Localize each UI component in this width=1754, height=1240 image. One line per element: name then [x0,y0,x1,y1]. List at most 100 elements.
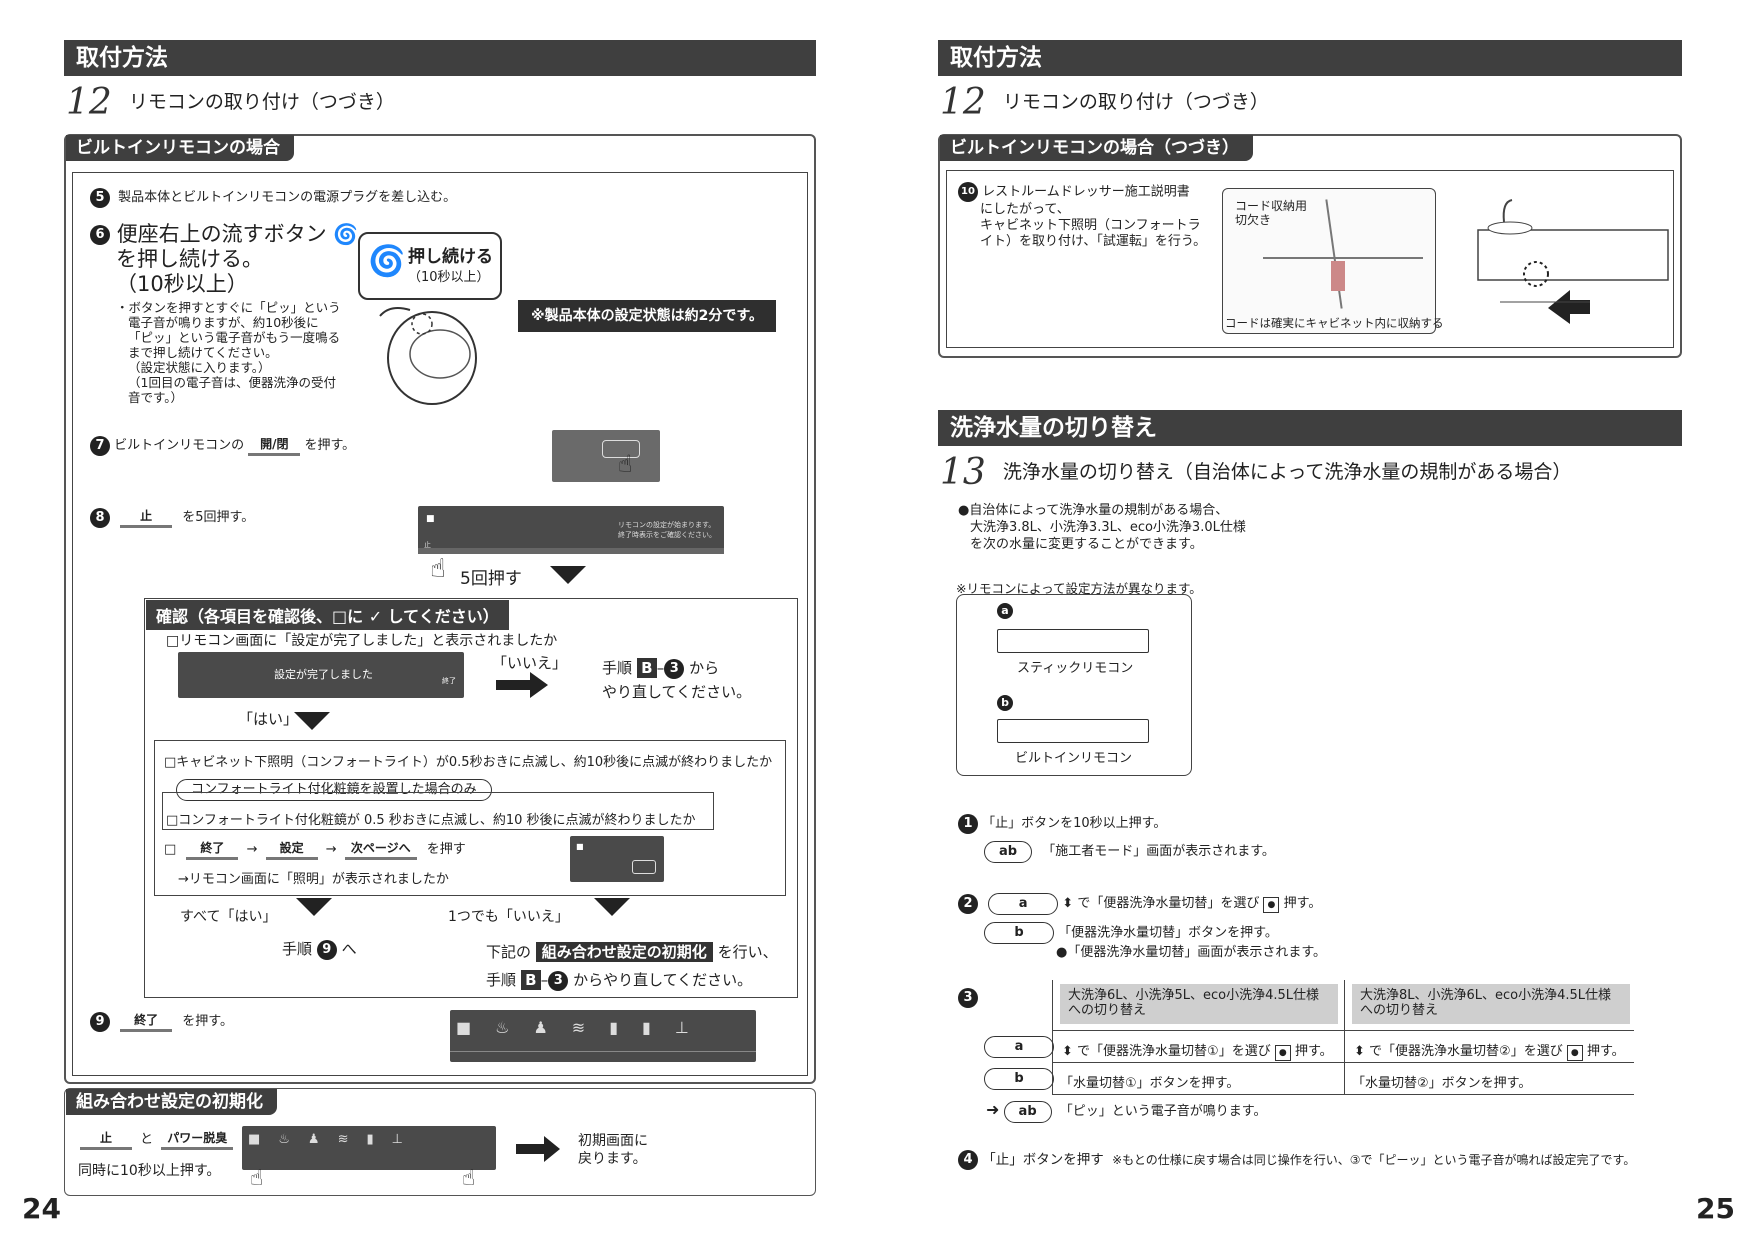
stick-remote-label: スティックリモコン [1017,661,1134,676]
note-line: ・ボタンを押すとすぐに「ピッ」という [116,300,341,315]
check-4-line2: →リモコン画面に「照明」が表示されましたか [178,872,449,887]
step-9-marker: 9 [316,939,337,960]
water-step-2-b-result: ●「便器洗浄水量切替」画面が表示されます。 [1056,945,1327,960]
step-9-post: を押す。 [182,1014,233,1029]
step-title: リモコンの取り付け（つづき） [1002,91,1269,113]
retry-pre: 手順 [602,659,633,677]
col2-head-2: への切り替え [1360,1003,1439,1018]
up-down-icon: ⬍ [1062,1044,1073,1059]
intro-line: を次の水量に変更することができます。 [970,537,1203,552]
table-rule [1052,1030,1634,1031]
step-6-title-3: （10秒以上） [116,272,248,296]
note-line: （1回目の電子音は、便器洗浄の受付 [128,375,336,390]
water-step-2-b-text: 「便器洗浄水量切替」ボタンを押す。 [1058,925,1278,941]
step-13-heading: 13 洗浄水量の切り替え（自治体によって洗浄水量の規制がある場合） [940,452,1571,493]
table-head-col1: 大洗浄6L、小洗浄5L、eco小洗浄4.5L仕様 への切り替え [1060,984,1338,1024]
col2-head-1: 大洗浄8L、小洗浄6L、eco小洗浄4.5L仕様 [1360,988,1612,1003]
water-step-2-b: b 「便器洗浄水量切替」ボタンを押す。 ●「便器洗浄水量切替」画面が表示されます… [984,922,1326,961]
check-3[interactable]: □コンフォートライト付化粧鏡が 0.5 秒おきに点滅し、約10 秒後に点滅が終わ… [166,813,696,828]
retry-instruction-1: 手順 B–3 から やり直してください。 [602,658,752,701]
remote-stop-label: 止 [424,541,431,549]
water-step-1: 1 「止」ボタンを10秒以上押す。 [958,812,1166,834]
next-page-key[interactable]: 次ページへ [344,839,417,860]
col1-head-2: への切り替え [1068,1003,1147,1018]
step-6-title-2: を押し続ける。 [116,247,263,271]
check-4-box[interactable]: □ [164,842,177,857]
retry-post: から [689,659,720,677]
step-7-post: を押す。 [304,438,356,453]
water-step-3-result-text: 「ピッ」という電子音が鳴ります。 [1059,1104,1267,1119]
below-pre: 下記の [486,943,532,961]
page-number-right: 25 [1696,1192,1735,1225]
step-letter-b: B [636,658,657,678]
water-step-1-result: ab 「施工者モード」画面が表示されます。 [984,840,1275,863]
up-down-icon: ⬍ [1354,1044,1365,1059]
step-6-title-1: 便座右上の流すボタン [116,222,327,246]
enter-key-icon[interactable]: ● [1263,897,1280,913]
reset-result-1: 初期画面に [578,1133,648,1149]
open-close-remote-illustration: ☝ [552,430,660,482]
step-3-marker: 3 [664,658,685,679]
water-step-2-marker: 2 [958,893,978,914]
step-9: 9 終了 を押す。 [90,1010,233,1032]
confirm-box [144,598,798,998]
down-arrow [550,566,586,584]
table-rule [1052,1094,1634,1095]
bubble-text-1: 押し続ける [408,247,493,267]
step-10-line: イト）を取り付け、「試運転」を行う。 [980,234,1207,249]
confirm-tab: 確認（各項目を確認後、□に ✓ してください） [146,600,509,630]
hand-icon: ☝ [250,1166,264,1191]
check-1[interactable]: □リモコン画面に「設定が完了しました」と表示されましたか [166,633,558,649]
hand-icon: ☝ [618,450,633,478]
remote-note: ※リモコンによって設定方法が異なります。 [956,581,1202,596]
water-step-1-marker: 1 [958,813,978,834]
intro-text: ●自治体によって洗浄水量の規制がある場合、 大洗浄3.8L、小洗浄3.3L、ec… [958,502,1246,553]
arrow-right-icon: → [246,842,258,857]
remote-message-1: リモコンの設定が始まります。 [618,521,716,529]
step-7-pre: ビルトインリモコンの [114,438,245,453]
all-yes-label: すべて「はい」 [180,909,277,925]
a-pill: a [988,892,1059,915]
check-4-post: を押す [426,842,466,857]
press-hold-bubble: 🌀 押し続ける （10秒以上） [358,232,502,300]
enter-key-icon[interactable]: ● [1566,1045,1583,1061]
power-deodorize-key[interactable]: パワー脱臭 [161,1129,234,1150]
step-6: 6 便座右上の流すボタン 🌀 を押し続ける。 （10秒以上） [90,222,358,297]
retry-line2: やり直してください。 [602,683,752,701]
step-5-marker: 5 [90,187,110,208]
step-10: 10 レストルームドレッサー施工説明書 にしたがって、 キャビネット下照明（コン… [958,182,1206,250]
reset-combination-section [64,1088,816,1196]
vanity-cabinet-illustration [1477,199,1669,324]
b-pill: b [984,922,1054,944]
mirror-only-pill: コンフォートライト付化粧鏡を設置した場合のみ [176,779,492,801]
open-close-key[interactable]: 開/閉 [248,435,301,456]
table-rule [1052,1062,1634,1063]
enter-key-icon[interactable]: ● [1274,1045,1291,1061]
builtin-remote-illustration [997,719,1149,743]
end-key[interactable]: 終了 [186,839,239,860]
check-2[interactable]: □キャビネット下照明（コンフォートライト）が0.5秒おきに点滅し、約10秒後に点… [164,755,773,770]
cord-notch-label-1: コード収納用 [1235,199,1308,213]
section-tab: ビルトインリモコンの場合（つづき） [940,135,1253,161]
step-7-marker: 7 [90,435,110,456]
row-b-col2: 「水量切替②」ボタンを押す。 [1352,1076,1532,1091]
mirror-only-label: コンフォートライト付化粧鏡を設置した場合のみ [176,779,492,801]
row-b-col1: 「水量切替①」ボタンを押す。 [1060,1076,1240,1091]
water-step-1-result-text: 「施工者モード」画面が表示されます。 [1042,844,1275,859]
stop-key[interactable]: 止 [80,1129,132,1150]
toilet-illustration [379,307,477,405]
step-heading: 12 リモコンの取り付け（つづき） [66,82,395,123]
reset-remote-illustration: ■♨♟≋▮⊥ [242,1126,496,1170]
cord-note: コードは確実にキャビネット内に収納する [1225,316,1444,330]
stop-key[interactable]: 止 [120,507,173,528]
settings-key[interactable]: 設定 [265,839,318,860]
remote-types-box: a スティックリモコン b ビルトインリモコン [956,594,1192,776]
table-head-col2: 大洗浄8L、小洗浄6L、eco小洗浄4.5L仕様 への切り替え [1352,984,1630,1024]
remote-a-marker: a [997,603,1013,619]
reset-combination-highlight: 組み合わせ設定の初期化 [535,942,713,962]
end-key[interactable]: 終了 [120,1011,173,1032]
step-title: 洗浄水量の切り替え（自治体によって洗浄水量の規制がある場合） [1002,461,1572,483]
bubble-text-2: （10秒以上） [408,270,490,285]
reset-combination-tab: 組み合わせ設定の初期化 [66,1089,277,1115]
table-divider [1052,980,1053,1094]
